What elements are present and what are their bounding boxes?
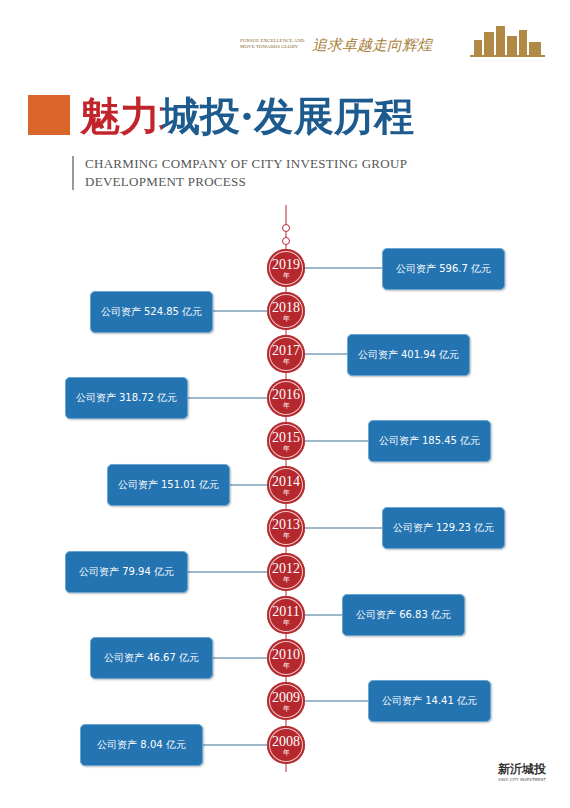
connector-line (188, 572, 267, 573)
asset-box: 公司资产 79.94 亿元 (65, 551, 188, 593)
asset-box: 公司资产 66.83 亿元 (342, 594, 465, 636)
connector-line (305, 701, 368, 702)
asset-text: 公司资产 79.94 亿元 (79, 566, 174, 578)
year-circle: 2008年 (267, 726, 305, 764)
year-number: 2015 (272, 431, 300, 445)
year-number: 2008 (272, 735, 300, 749)
asset-box: 公司资产 129.23 亿元 (382, 507, 505, 549)
connector-line (305, 615, 342, 616)
year-number: 2018 (272, 301, 300, 315)
asset-box: 公司资产 8.04 亿元 (80, 724, 203, 766)
asset-text: 公司资产 129.23 亿元 (393, 522, 494, 534)
asset-text: 公司资产 401.94 亿元 (358, 349, 459, 361)
year-circle: 2014年 (267, 466, 305, 504)
asset-text: 公司资产 46.67 亿元 (104, 652, 199, 664)
year-circle: 2010年 (267, 639, 305, 677)
buildings-icon (470, 26, 545, 57)
year-unit: 年 (283, 272, 290, 281)
year-number: 2010 (272, 648, 300, 662)
year-circle: 2009年 (267, 682, 305, 720)
year-circle: 2013年 (267, 509, 305, 547)
year-number: 2014 (272, 475, 300, 489)
year-number: 2016 (272, 388, 300, 402)
asset-box: 公司资产 596.7 亿元 (382, 248, 505, 290)
connector-line (203, 745, 267, 746)
year-number: 2011 (272, 605, 299, 619)
asset-box: 公司资产 524.85 亿元 (90, 291, 213, 333)
connector-line (305, 268, 382, 269)
year-unit: 年 (283, 489, 290, 498)
year-number: 2019 (272, 258, 300, 272)
year-number: 2017 (272, 344, 300, 358)
asset-box: 公司资产 401.94 亿元 (347, 334, 470, 376)
year-unit: 年 (283, 402, 290, 411)
asset-box: 公司资产 185.45 亿元 (368, 420, 491, 462)
label-text: XINYI CITY INVESTMENT (498, 777, 546, 782)
asset-text: 公司资产 8.04 亿元 (97, 739, 186, 751)
asset-box: 公司资产 318.72 亿元 (65, 377, 188, 419)
label-text: 新沂城投 (498, 762, 546, 776)
year-unit: 年 (283, 315, 290, 324)
page-title: 魅力城投·发展历程 (80, 92, 414, 140)
year-unit: 年 (283, 576, 290, 585)
timeline-bottom (286, 764, 287, 772)
subtitle-bar (72, 156, 74, 190)
asset-text: 公司资产 524.85 亿元 (101, 306, 202, 318)
connector-line (230, 485, 267, 486)
connector-line (305, 441, 368, 442)
label-text: CHARMING COMPANY OF CITY INVESTING GROUP… (85, 155, 457, 191)
year-unit: 年 (283, 705, 290, 714)
year-circle: 2012年 (267, 553, 305, 591)
connector-line (305, 354, 347, 355)
asset-text: 公司资产 318.72 亿元 (76, 392, 177, 404)
connector-line (188, 398, 267, 399)
year-unit: 年 (283, 662, 290, 671)
timeline-dot (283, 225, 290, 232)
asset-text: 公司资产 185.45 亿元 (379, 435, 480, 447)
year-circle: 2018年 (267, 292, 305, 330)
year-unit: 年 (283, 749, 290, 758)
year-unit: 年 (283, 445, 290, 454)
year-unit: 年 (283, 358, 290, 367)
asset-box: 公司资产 46.67 亿元 (90, 637, 213, 679)
year-circle: 2016年 (267, 379, 305, 417)
year-circle: 2015年 (267, 422, 305, 460)
year-number: 2009 (272, 691, 300, 705)
year-number: 2012 (272, 562, 300, 576)
year-circle: 2017年 (267, 335, 305, 373)
year-unit: 年 (283, 532, 290, 541)
title-square (28, 95, 70, 135)
timeline-dot (283, 238, 290, 245)
asset-box: 公司资产 14.41 亿元 (368, 680, 491, 722)
connector-line (213, 658, 267, 659)
year-circle: 2011年 (267, 596, 305, 634)
label-text: PURSUE EXCELLENCE AND MOVE TOWARDS GLORY (240, 38, 310, 50)
label-text: 追求卓越走向辉煌 (312, 36, 432, 54)
asset-text: 公司资产 66.83 亿元 (356, 609, 451, 621)
asset-box: 公司资产 151.01 亿元 (107, 464, 230, 506)
asset-text: 公司资产 151.01 亿元 (118, 479, 219, 491)
year-number: 2013 (272, 518, 300, 532)
year-circle: 2019年 (267, 249, 305, 287)
asset-text: 公司资产 596.7 亿元 (396, 263, 491, 275)
year-unit: 年 (283, 619, 290, 628)
connector-line (305, 528, 382, 529)
asset-text: 公司资产 14.41 亿元 (382, 695, 477, 707)
connector-line (213, 311, 267, 312)
